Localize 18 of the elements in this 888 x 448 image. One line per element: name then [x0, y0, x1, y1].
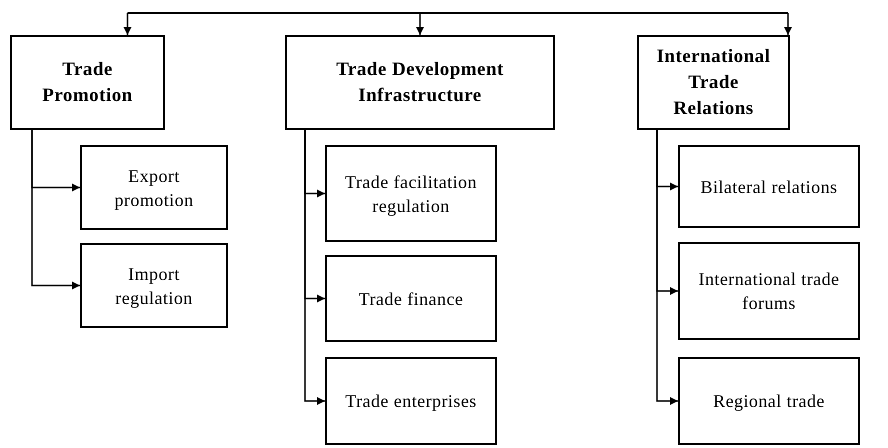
- item-box: International trade forums: [678, 242, 860, 340]
- arrow: [124, 13, 132, 35]
- arrow: [416, 13, 424, 35]
- category-box: Trade Development Infrastructure: [285, 35, 555, 130]
- item-box: Import regulation: [80, 243, 228, 328]
- arrow: [304, 130, 325, 405]
- arrow: [784, 13, 792, 35]
- item-box: Export promotion: [80, 145, 228, 230]
- arrow: [656, 130, 678, 405]
- item-box: Trade enterprises: [325, 357, 497, 445]
- arrow: [31, 130, 80, 290]
- connector-line: [128, 12, 788, 14]
- item-box: Regional trade: [678, 357, 860, 445]
- category-box: International Trade Relations: [637, 35, 790, 130]
- item-box: Trade finance: [325, 255, 497, 342]
- item-box: Bilateral relations: [678, 145, 860, 228]
- category-box: Trade Promotion: [10, 35, 165, 130]
- item-box: Trade facilitation regulation: [325, 145, 497, 242]
